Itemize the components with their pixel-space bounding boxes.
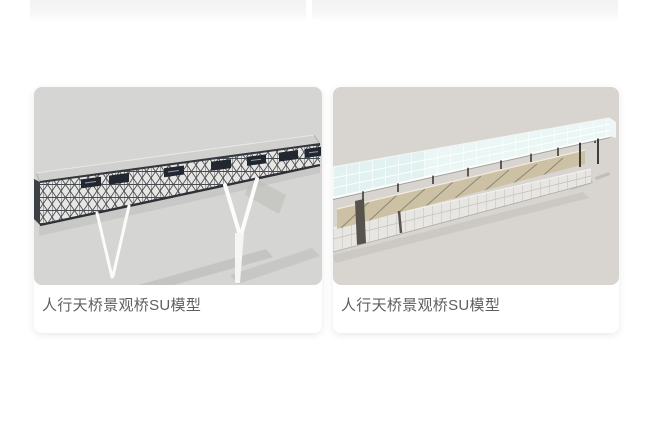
tan-walkway-band <box>336 149 586 229</box>
left-columns <box>355 199 403 245</box>
card-title-1[interactable]: 人行天桥景观桥SU模型 <box>42 297 202 314</box>
product-card-truss-bridge[interactable]: 人行天桥景观桥SU模型 <box>34 87 322 333</box>
card-title-2[interactable]: 人行天桥景观桥SU模型 <box>341 297 501 314</box>
canopy-footbridge-model-icon <box>333 117 616 263</box>
truss-footbridge-model-icon <box>34 134 321 285</box>
previous-row-remnant-right <box>312 0 618 22</box>
white-v-piers <box>95 177 259 283</box>
previous-row-remnant-left <box>30 0 306 22</box>
card-image-truss-bridge[interactable] <box>34 87 322 285</box>
near-side-posts <box>362 147 559 200</box>
panel-highlights <box>84 151 319 184</box>
card-image-canopy-bridge[interactable] <box>333 87 619 285</box>
product-card-canopy-bridge[interactable]: 人行天桥景观桥SU模型 <box>333 87 619 333</box>
right-end-posts <box>579 138 599 167</box>
glass-canopy <box>333 117 616 200</box>
